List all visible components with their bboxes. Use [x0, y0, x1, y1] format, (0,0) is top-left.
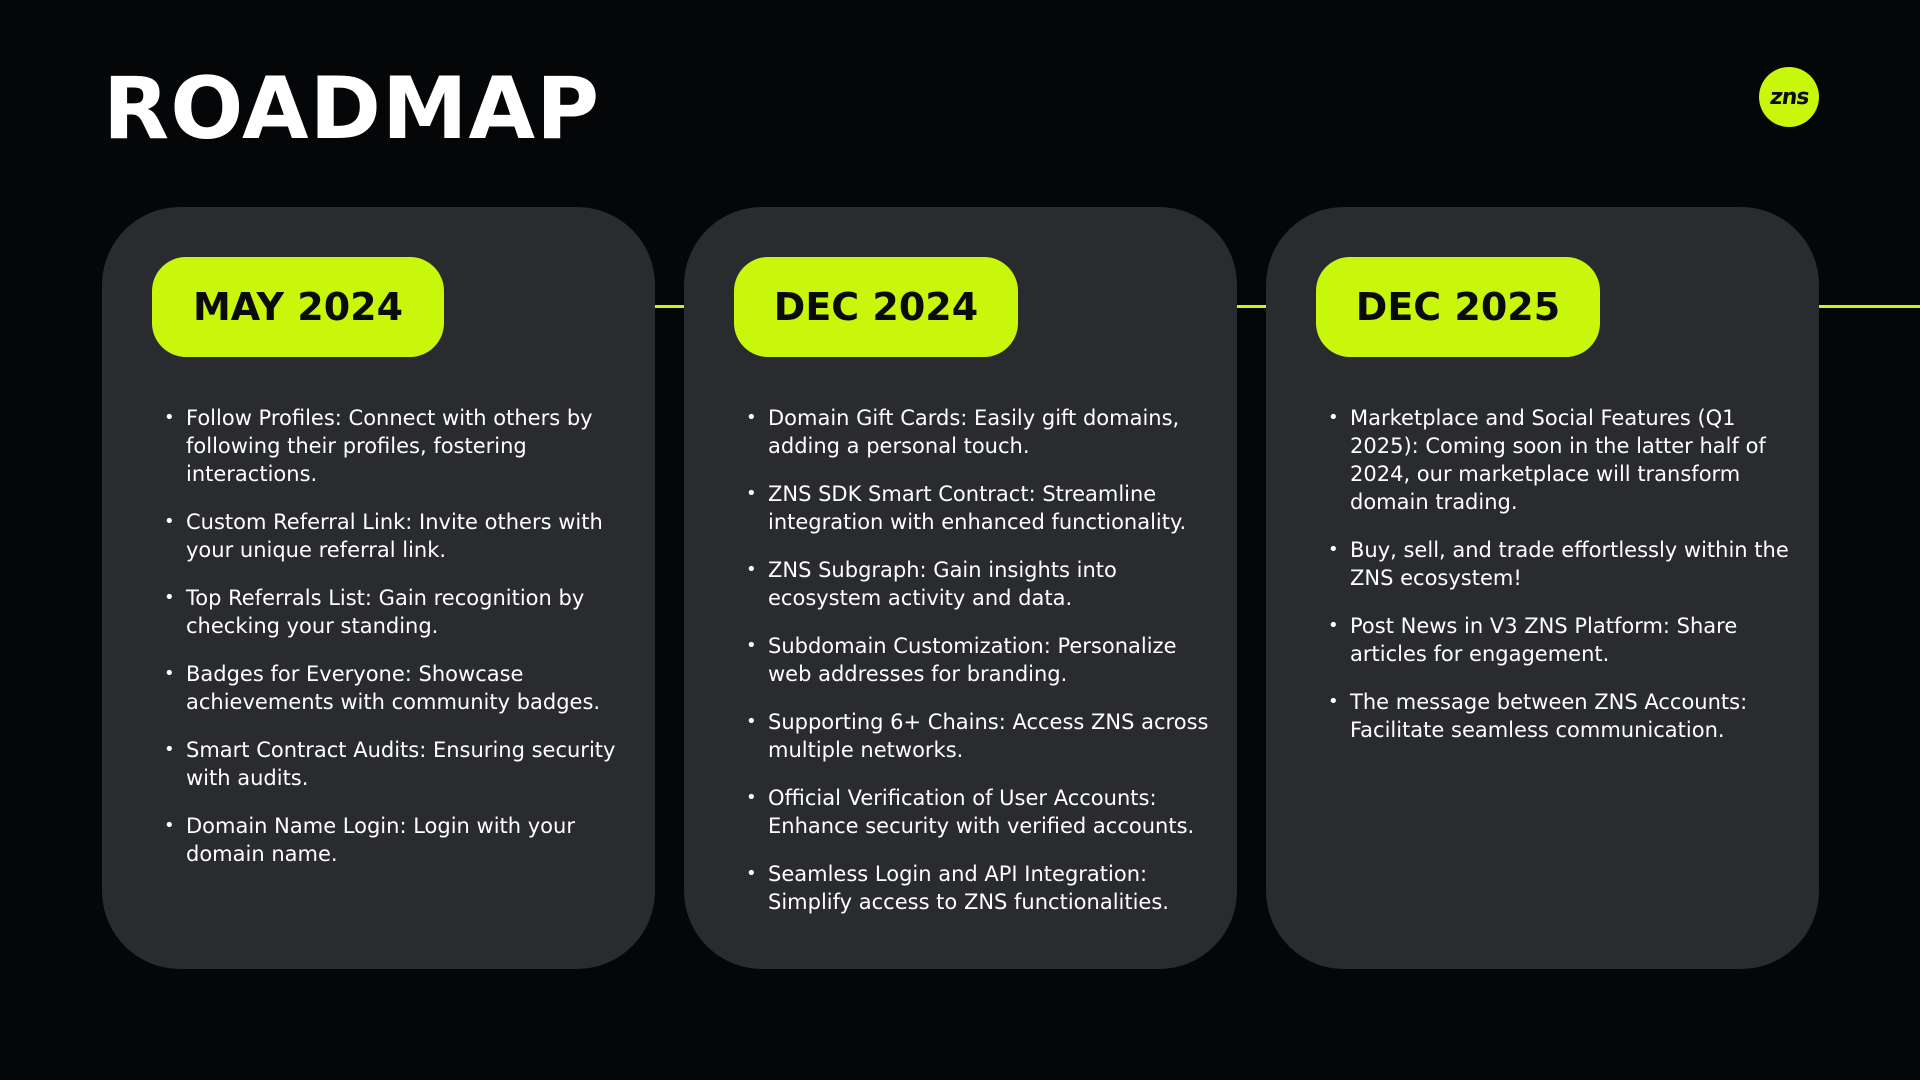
- milestone-card-dec-2025: DEC 2025 • Marketplace and Social Feature…: [1266, 207, 1819, 969]
- feature-item: • Marketplace and Social Features (Q1 202…: [1326, 404, 1791, 516]
- feature-text: Domain Name Login: Login with your domai…: [186, 814, 575, 866]
- bullet-icon: •: [164, 815, 175, 836]
- bullet-icon: •: [164, 407, 175, 428]
- milestone-feature-list: • Follow Profiles: Connect with others by…: [162, 404, 627, 888]
- feature-text: Seamless Login and API Integration: Simp…: [768, 862, 1169, 914]
- bullet-icon: •: [746, 863, 757, 884]
- feature-item: • Seamless Login and API Integration: Sim…: [744, 860, 1209, 916]
- feature-item: • Subdomain Customization: Personalize we…: [744, 632, 1209, 688]
- feature-text: Post News in V3 ZNS Platform: Share arti…: [1350, 614, 1738, 666]
- bullet-icon: •: [164, 663, 175, 684]
- feature-text: Follow Profiles: Connect with others by …: [186, 406, 593, 486]
- bullet-icon: •: [1328, 691, 1339, 712]
- feature-text: Marketplace and Social Features (Q1 2025…: [1350, 406, 1766, 514]
- bullet-icon: •: [746, 407, 757, 428]
- feature-item: • Domain Gift Cards: Easily gift domains,…: [744, 404, 1209, 460]
- bullet-icon: •: [746, 787, 757, 808]
- milestone-card-may-2024: MAY 2024 • Follow Profiles: Connect with …: [102, 207, 655, 969]
- feature-text: Custom Referral Link: Invite others with…: [186, 510, 603, 562]
- feature-item: • Custom Referral Link: Invite others wit…: [162, 508, 627, 564]
- feature-text: Official Verification of User Accounts: …: [768, 786, 1195, 838]
- bullet-icon: •: [1328, 407, 1339, 428]
- feature-text: Top Referrals List: Gain recognition by …: [186, 586, 585, 638]
- feature-text: Buy, sell, and trade effortlessly within…: [1350, 538, 1789, 590]
- bullet-icon: •: [1328, 539, 1339, 560]
- feature-text: The message between ZNS Accounts: Facili…: [1350, 690, 1748, 742]
- feature-item: • Domain Name Login: Login with your doma…: [162, 812, 627, 868]
- logo-text: zns: [1767, 84, 1811, 110]
- page-title: ROADMAP: [103, 59, 601, 159]
- feature-item: • Official Verification of User Accounts:…: [744, 784, 1209, 840]
- feature-text: Domain Gift Cards: Easily gift domains, …: [768, 406, 1180, 458]
- zns-logo-icon: zns: [1759, 67, 1819, 127]
- bullet-icon: •: [746, 635, 757, 656]
- bullet-icon: •: [746, 711, 757, 732]
- bullet-icon: •: [746, 559, 757, 580]
- feature-text: Supporting 6+ Chains: Access ZNS across …: [768, 710, 1209, 762]
- feature-text: ZNS Subgraph: Gain insights into ecosyst…: [768, 558, 1117, 610]
- bullet-icon: •: [164, 587, 175, 608]
- feature-item: • Follow Profiles: Connect with others by…: [162, 404, 627, 488]
- feature-item: • ZNS SDK Smart Contract: Streamline inte…: [744, 480, 1209, 536]
- milestone-feature-list: • Domain Gift Cards: Easily gift domains,…: [744, 404, 1209, 936]
- bullet-icon: •: [164, 739, 175, 760]
- feature-item: • Badges for Everyone: Showcase achieveme…: [162, 660, 627, 716]
- feature-item: • The message between ZNS Accounts: Facil…: [1326, 688, 1791, 744]
- milestone-date-badge: DEC 2025: [1316, 257, 1600, 357]
- feature-item: • Smart Contract Audits: Ensuring securit…: [162, 736, 627, 792]
- milestone-date-badge: MAY 2024: [152, 257, 444, 357]
- feature-text: Smart Contract Audits: Ensuring security…: [186, 738, 616, 790]
- bullet-icon: •: [746, 483, 757, 504]
- bullet-icon: •: [1328, 615, 1339, 636]
- feature-text: Badges for Everyone: Showcase achievemen…: [186, 662, 601, 714]
- feature-item: • Buy, sell, and trade effortlessly withi…: [1326, 536, 1791, 592]
- milestone-feature-list: • Marketplace and Social Features (Q1 202…: [1326, 404, 1791, 764]
- feature-text: Subdomain Customization: Personalize web…: [768, 634, 1177, 686]
- feature-text: ZNS SDK Smart Contract: Streamline integ…: [768, 482, 1187, 534]
- feature-item: • Supporting 6+ Chains: Access ZNS across…: [744, 708, 1209, 764]
- bullet-icon: •: [164, 511, 175, 532]
- milestone-date-badge: DEC 2024: [734, 257, 1018, 357]
- milestone-card-dec-2024: DEC 2024 • Domain Gift Cards: Easily gift…: [684, 207, 1237, 969]
- feature-item: • ZNS Subgraph: Gain insights into ecosys…: [744, 556, 1209, 612]
- feature-item: • Top Referrals List: Gain recognition by…: [162, 584, 627, 640]
- feature-item: • Post News in V3 ZNS Platform: Share art…: [1326, 612, 1791, 668]
